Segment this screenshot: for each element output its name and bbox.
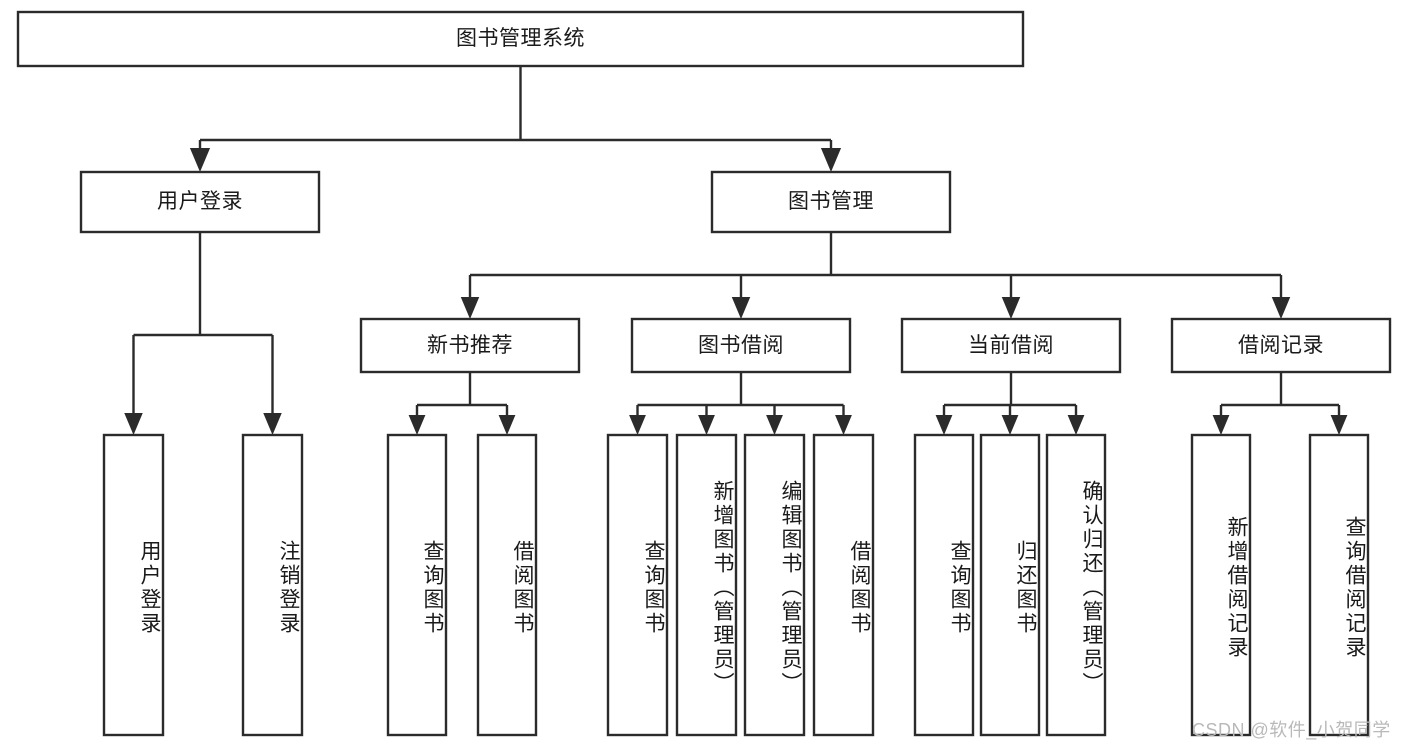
arrow-head-icon-to-当前借阅 [1001,297,1021,319]
node-box-查询借阅记录[interactable] [1308,433,1370,737]
arrow-head-icon-to-leaf-归还图书 [1001,415,1019,435]
node-box-借阅图书[interactable] [812,433,875,737]
node-box-图书管理[interactable] [710,170,952,234]
arrow-head-icon-to-图书借阅 [731,297,751,319]
arrow-head-icon-to-leaf-用户登录 [124,413,143,435]
node-box-新增借阅记录[interactable] [1190,433,1252,737]
connector-layer [124,66,1348,435]
node-box-图书借阅[interactable] [630,317,852,374]
node-box-查询图书[interactable] [606,433,669,737]
arrow-head-icon-to-leaf-确认归还管理员 [1067,415,1085,435]
node-box-借阅记录[interactable] [1170,317,1392,374]
node-box-用户登录[interactable] [79,170,321,234]
node-box-新增图书管理员[interactable] [675,433,738,737]
node-box-归还图书[interactable] [979,433,1041,737]
arrow-head-icon-to-leaf-注销登录 [263,413,282,435]
node-box-图书管理系统[interactable] [16,10,1025,68]
arrow-head-icon-to-leaf-新增图书管理员 [698,415,715,435]
arrow-head-icon-to-leaf-查询图书 [408,415,426,435]
arrow-head-icon-to-leaf-借阅图书 [498,415,516,435]
arrow-head-icon-to-图书管理 [820,148,842,172]
arrow-head-icon-to-leaf-查询图书 [629,415,646,435]
arrow-head-icon-to-leaf-查询图书 [935,415,953,435]
arrow-head-icon-to-leaf-查询借阅记录 [1330,415,1348,435]
node-box-注销登录[interactable] [241,433,304,737]
arrow-head-icon-to-借阅记录 [1271,297,1291,319]
node-box-用户登录[interactable] [102,433,165,737]
node-box-layer [16,10,1392,737]
node-box-查询图书[interactable] [913,433,975,737]
node-box-借阅图书[interactable] [476,433,538,737]
node-box-新书推荐[interactable] [359,317,581,374]
node-box-查询图书[interactable] [386,433,448,737]
arrow-head-icon-to-leaf-编辑图书管理员 [766,415,783,435]
node-box-确认归还管理员[interactable] [1045,433,1107,737]
node-box-编辑图书管理员[interactable] [743,433,806,737]
node-box-当前借阅[interactable] [900,317,1122,374]
arrow-head-icon-to-leaf-借阅图书 [835,415,852,435]
arrow-head-icon-to-用户登录 [189,148,211,172]
arrow-head-icon-to-leaf-新增借阅记录 [1212,415,1230,435]
arrow-head-icon-to-新书推荐 [460,297,480,319]
